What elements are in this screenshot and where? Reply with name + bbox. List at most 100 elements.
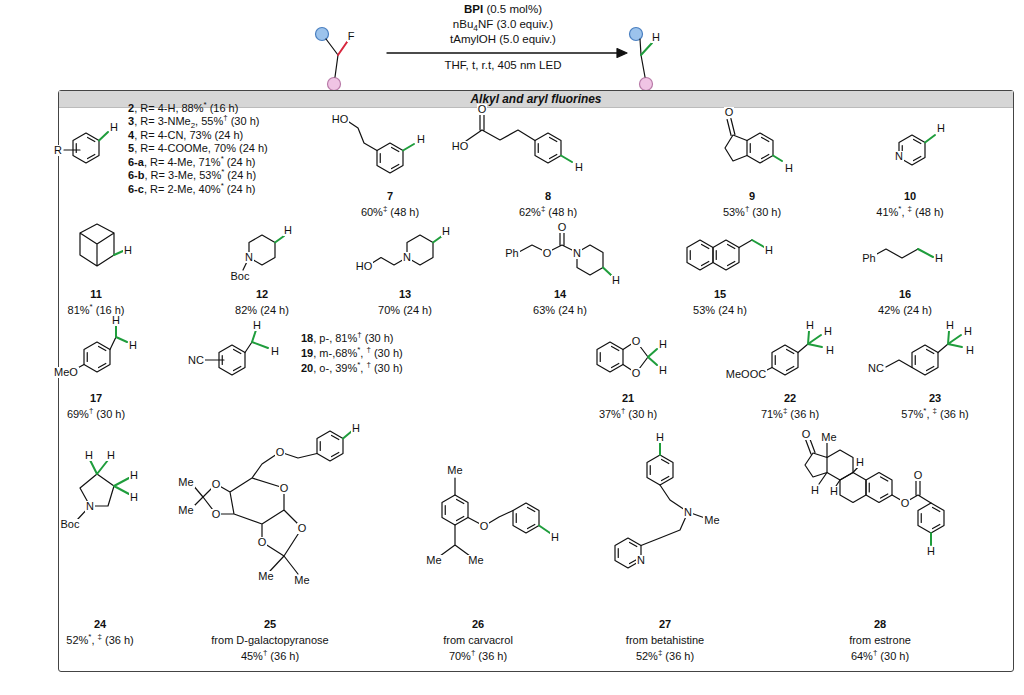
atom-label: Me	[467, 555, 484, 566]
ch-bond	[561, 156, 572, 163]
structure-16	[875, 249, 933, 258]
yield-text: from betahistine	[625, 635, 705, 646]
atom-label: H	[825, 345, 835, 356]
benzene-ring	[713, 240, 739, 270]
atom-label: NC	[867, 363, 885, 374]
ch-bond	[114, 251, 123, 255]
yield-text: 42% (24 h)	[877, 305, 933, 316]
compound-number: 25	[263, 619, 277, 630]
yield-text: 70% (24 h)	[377, 305, 433, 316]
group-circle	[630, 28, 643, 41]
substrate-entry: 5, R= 4-COOMe, 70% (24 h)	[127, 143, 269, 154]
atom-label: N	[572, 248, 582, 259]
substrate-entry: 4, R= 4-CN, 73% (24 h)	[127, 130, 244, 141]
group-circle	[328, 78, 341, 91]
structure-26	[440, 478, 550, 556]
ch-bond	[275, 236, 284, 243]
benzene-ring	[442, 495, 468, 525]
benzene-ring	[513, 503, 539, 533]
ch-bond	[930, 533, 932, 545]
yield-text: 62%‡ (48 h)	[518, 207, 578, 218]
benzene-ring	[918, 503, 944, 533]
atom-label: N	[894, 151, 904, 162]
substrate-entry: 18, p-, 81%† (30 h)	[300, 333, 394, 344]
yield-text: 45%† (36 h)	[240, 651, 300, 662]
structure-15	[687, 240, 764, 270]
atom-label: F	[347, 31, 356, 42]
atom-label: H	[123, 245, 133, 256]
compound-number: 24	[93, 619, 107, 630]
atom-label: O	[801, 429, 812, 440]
group-circle	[316, 28, 329, 41]
atom-label: H	[936, 123, 946, 134]
atom-label: N	[683, 507, 693, 518]
yield-text: 70%† (36 h)	[448, 651, 508, 662]
structure-12	[243, 235, 284, 270]
benzene-ring	[377, 143, 403, 173]
atom-label: NC	[187, 355, 205, 366]
yield-text: 64%† (30 h)	[850, 651, 910, 662]
atom-label: H	[109, 122, 119, 133]
structure-21	[597, 341, 657, 373]
bond	[326, 39, 338, 77]
yield-text: 52%*, ‡ (36 h)	[65, 635, 134, 646]
yield-text: 82% (24 h)	[234, 305, 290, 316]
structure-17	[74, 326, 127, 372]
atom-label: H	[574, 162, 584, 173]
benzene-ring	[912, 345, 938, 375]
condition-text: nBu4NF (3.0 equiv.)	[452, 19, 554, 31]
atom-label: O	[477, 104, 488, 115]
atom-label: Me	[257, 571, 274, 582]
atom-label: H	[128, 340, 138, 351]
reaction-arrow	[387, 49, 627, 58]
yield-text: 53%† (30 h)	[722, 207, 782, 218]
atom-label: Me	[703, 515, 720, 526]
arrow-line	[387, 52, 619, 53]
ch-bond	[648, 349, 657, 365]
atom-label: O	[279, 483, 290, 494]
atom-label: H	[283, 225, 293, 236]
structure-24	[77, 460, 129, 520]
atom-label: H	[945, 320, 955, 331]
atom-label: Boc	[60, 519, 81, 530]
yield-text: 53% (24 h)	[692, 305, 748, 316]
ch-bond	[433, 236, 442, 243]
bond	[466, 114, 535, 141]
yield-text: 69%† (30 h)	[66, 409, 126, 420]
atom-label: O	[557, 222, 568, 233]
yield-text: 63% (24 h)	[532, 305, 588, 316]
atom-label: H	[934, 253, 944, 264]
atom-label: O	[631, 368, 642, 379]
ch-bond	[99, 132, 108, 141]
compound-number: 10	[903, 191, 917, 202]
bond	[64, 149, 80, 150]
atom-label: MeOOC	[725, 369, 767, 380]
structure-11	[80, 224, 123, 266]
atom-label: N	[244, 252, 254, 263]
yield-text: 37%† (30 h)	[598, 409, 658, 420]
atom-label: H	[926, 546, 936, 557]
ch-bond	[90, 460, 129, 494]
atom-label: H	[823, 326, 833, 337]
atom-label: HO	[331, 114, 350, 125]
substrate-entry: 20, o-, 39%*, † (30 h)	[300, 363, 404, 374]
atom-label: H	[764, 245, 774, 256]
cf-bond	[338, 42, 347, 55]
yield-text: from D-galactopyranose	[210, 635, 329, 646]
ch-bond	[403, 144, 414, 151]
ch-bond	[773, 156, 782, 162]
atom-label: H	[252, 320, 262, 331]
atom-label: H	[129, 470, 139, 481]
yield-text: 52%‡ (36 h)	[635, 651, 695, 662]
benzene-ring	[647, 455, 673, 485]
atom-label: HO	[451, 141, 470, 152]
atom-label: O	[724, 107, 735, 118]
atom-label: Me	[425, 555, 442, 566]
compound-number: 22	[783, 393, 797, 404]
structure-13	[369, 235, 442, 265]
structure-22	[763, 331, 822, 375]
ch-bond	[539, 526, 550, 534]
bond	[640, 39, 645, 77]
compound-number: 26	[471, 619, 485, 630]
